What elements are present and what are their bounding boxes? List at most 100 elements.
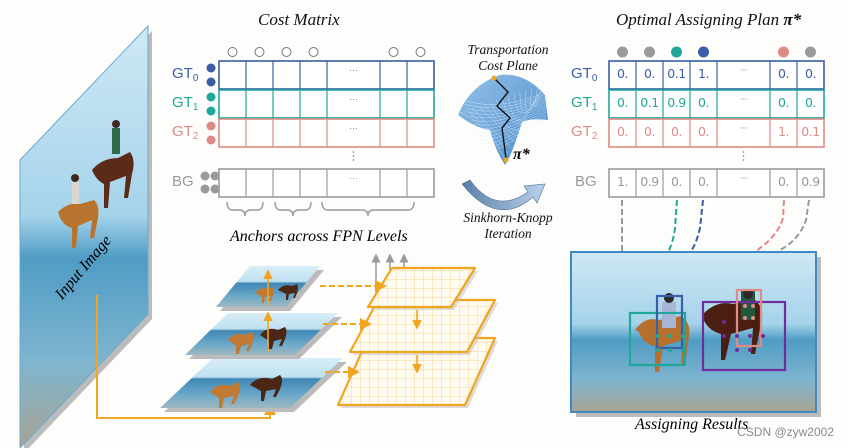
pi-star-label: π* (513, 146, 530, 163)
anchor-circle (388, 47, 399, 57)
plan-bg-cell-4: ··· (739, 174, 748, 184)
backbone-pyramid (160, 266, 347, 412)
plan-gt0-cell-5: 0. (778, 66, 789, 81)
plan-gt1-cell-0: 0. (617, 95, 628, 110)
cost-row-label-gt0: GT0 (172, 65, 199, 84)
box-purple (701, 300, 787, 372)
plan-gt1-cell-5: 0. (778, 95, 789, 110)
pi-star-symbol: π* (783, 10, 802, 29)
anchor-circle (227, 47, 238, 57)
backbone-level-3 (160, 358, 347, 412)
plan-gt0-cell-2: 0.1 (667, 66, 686, 81)
cost-row-gt0 (218, 60, 435, 90)
box-gt2 (735, 288, 763, 348)
plan-gt0-cell-3: 1. (698, 66, 709, 81)
optimal-plan-grid (608, 46, 825, 198)
plan-gt0-cell-0: 0. (617, 66, 628, 81)
plan-gt2-cell-1: 0. (644, 124, 655, 139)
assigned-anchor-dot-bg (805, 46, 816, 58)
plan-row-label-bg: BG (575, 173, 597, 190)
gt-point-dot (206, 106, 216, 116)
bg-point-dot (210, 171, 220, 181)
input-image (19, 24, 152, 448)
backbone-level-2 (185, 313, 342, 359)
optimal-plan-title-text: Optimal Assigning Plan (616, 10, 780, 29)
plan-row-label-gt1: GT1 (571, 94, 598, 113)
cost-row-gt1 (218, 89, 435, 119)
cost-row-bg (218, 168, 435, 198)
plan-bg-cell-6: 0.9 (801, 174, 820, 189)
transport-plane-title: Transportation Cost Plane (458, 42, 558, 74)
plan-row-label-gt2: GT2 (571, 123, 598, 142)
gt-point-dot (206, 63, 216, 73)
cost-matrix-grid: ··· ··· ··· ··· (200, 47, 435, 198)
cost-matrix-title: Cost Matrix (258, 10, 340, 29)
brace-level-1 (226, 201, 264, 217)
watermark: CSDN @zyw2002 (737, 425, 834, 439)
transport-title-line2: Cost Plane (478, 58, 538, 73)
bg-point-dot (200, 171, 210, 181)
plan-bg-cell-3: 0. (698, 174, 709, 189)
assigned-anchor-dot-gt0 (698, 46, 709, 58)
box-gt0 (655, 294, 684, 350)
assigning-results-caption: Assigning Results (635, 416, 749, 433)
plan-row-gt1 (608, 89, 825, 119)
optimization-path (493, 77, 511, 159)
sinkhorn-iteration-arrow (461, 179, 546, 211)
fpn-feature-maps (320, 253, 498, 408)
assigning-results-image (570, 251, 821, 417)
ellipsis: ··· (349, 65, 358, 75)
svg-text:···: ··· (349, 173, 358, 183)
bg-point-dot (210, 184, 220, 194)
anchor-circle (415, 47, 426, 57)
assigned-anchor-dot-bg (644, 46, 655, 58)
sinkhorn-line1: Sinkhorn-Knopp (463, 210, 553, 225)
plan-bg-cell-5: 0. (778, 174, 789, 189)
gt-point-dot (206, 135, 216, 145)
ellipsis: ··· (349, 123, 358, 133)
plan-row-gt2 (608, 118, 825, 148)
horse-rider-figure (58, 120, 134, 248)
anchor-circle (308, 47, 319, 57)
plan-row-gt0 (608, 60, 825, 90)
anchor-circle (281, 47, 292, 57)
brace-level-3 (321, 201, 415, 217)
cost-row-label-gt1: GT1 (172, 94, 199, 113)
cost-row-label-bg: BG (172, 173, 194, 190)
gt-point-dot (206, 77, 216, 87)
plan-row-bg (608, 168, 825, 198)
plan-gt2-cell-6: 0.1 (801, 124, 820, 139)
transport-title-line1: Transportation (467, 42, 549, 57)
plan-gt2-cell-5: 1. (778, 124, 789, 139)
plan-gt2-cell-3: 0. (698, 124, 709, 139)
transport-cost-plane (458, 74, 548, 165)
anchor-circle (254, 47, 265, 57)
assigned-anchor-dot-gt1 (671, 46, 682, 58)
assigned-anchor-dot-bg (617, 46, 628, 58)
plan-gt1-cell-1: 0.1 (640, 95, 659, 110)
plan-gt1-cell-3: 0. (698, 95, 709, 110)
plan-gt1-cell-6: 0. (805, 95, 816, 110)
plan-row-label-gt0: GT0 (571, 65, 598, 84)
gt-point-dot (206, 121, 216, 131)
sinkhorn-caption: Sinkhorn-Knopp Iteration (446, 210, 570, 242)
optimal-point (503, 157, 509, 163)
plan-bg-cell-1: 0.9 (640, 174, 659, 189)
plan-bg-cell-0: 1. (617, 174, 628, 189)
plan-gt2-cell-0: 0. (617, 124, 628, 139)
fpn-level-braces (226, 201, 415, 217)
sinkhorn-line2: Iteration (484, 226, 532, 241)
backbone-level-1 (216, 266, 324, 311)
plan-gt1-cell-4: ··· (739, 95, 748, 105)
plan-gt1-cell-2: 0.9 (667, 95, 686, 110)
brace-level-2 (274, 201, 312, 217)
fpn-level-2 (348, 298, 498, 355)
plan-gt2-cell-2: 0. (671, 124, 682, 139)
anchors-caption: Anchors across FPN Levels (230, 228, 408, 245)
optimal-plan-title: Optimal Assigning Plan π* (616, 10, 801, 30)
gt-point-dot (206, 92, 216, 102)
plan-gt2-cell-4: ··· (739, 124, 748, 134)
ellipsis: ··· (349, 94, 358, 104)
plan-gt0-cell-1: 0. (644, 66, 655, 81)
plan-gt0-cell-6: 0. (805, 66, 816, 81)
